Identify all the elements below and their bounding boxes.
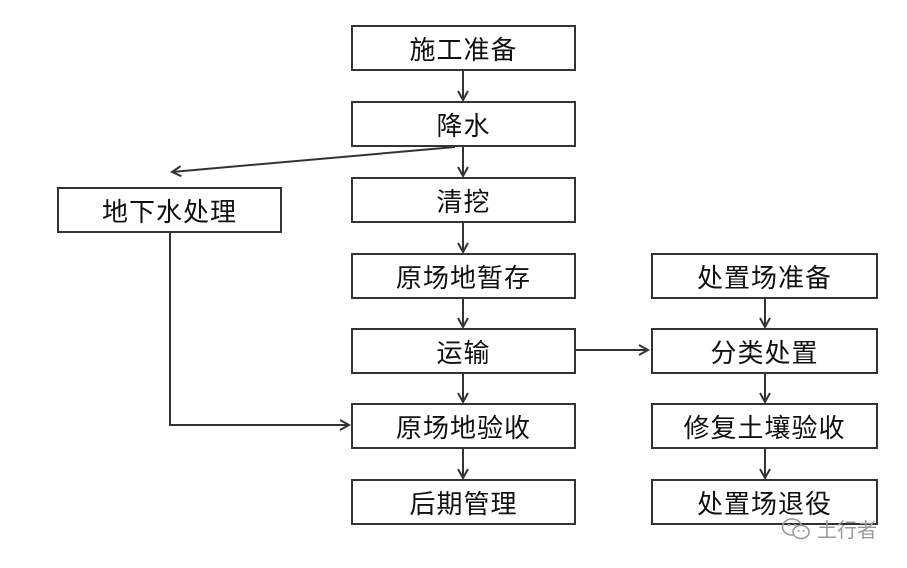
watermark: 土行者 [781, 514, 877, 543]
node-post-management: 后期管理 [351, 479, 576, 525]
node-classified-disposal: 分类处置 [651, 328, 878, 374]
arrow-groundwater-onsiteaccept [169, 233, 349, 425]
node-onsite-acceptance: 原场地验收 [351, 403, 576, 449]
wechat-icon [781, 517, 810, 539]
node-groundwater-treatment: 地下水处理 [57, 187, 282, 233]
watermark-text: 土行者 [817, 518, 877, 542]
node-disposal-site-decommission: 处置场退役 [651, 479, 878, 525]
arrow-dewater-groundwater [172, 146, 456, 172]
node-onsite-temp-storage: 原场地暂存 [351, 253, 576, 299]
node-construction-prep: 施工准备 [351, 25, 576, 71]
node-remediated-soil-acceptance: 修复土壤验收 [651, 403, 878, 449]
node-excavation: 清挖 [351, 177, 576, 223]
node-disposal-site-prep: 处置场准备 [651, 253, 878, 299]
node-transport: 运输 [351, 328, 576, 374]
node-dewatering: 降水 [351, 101, 576, 147]
